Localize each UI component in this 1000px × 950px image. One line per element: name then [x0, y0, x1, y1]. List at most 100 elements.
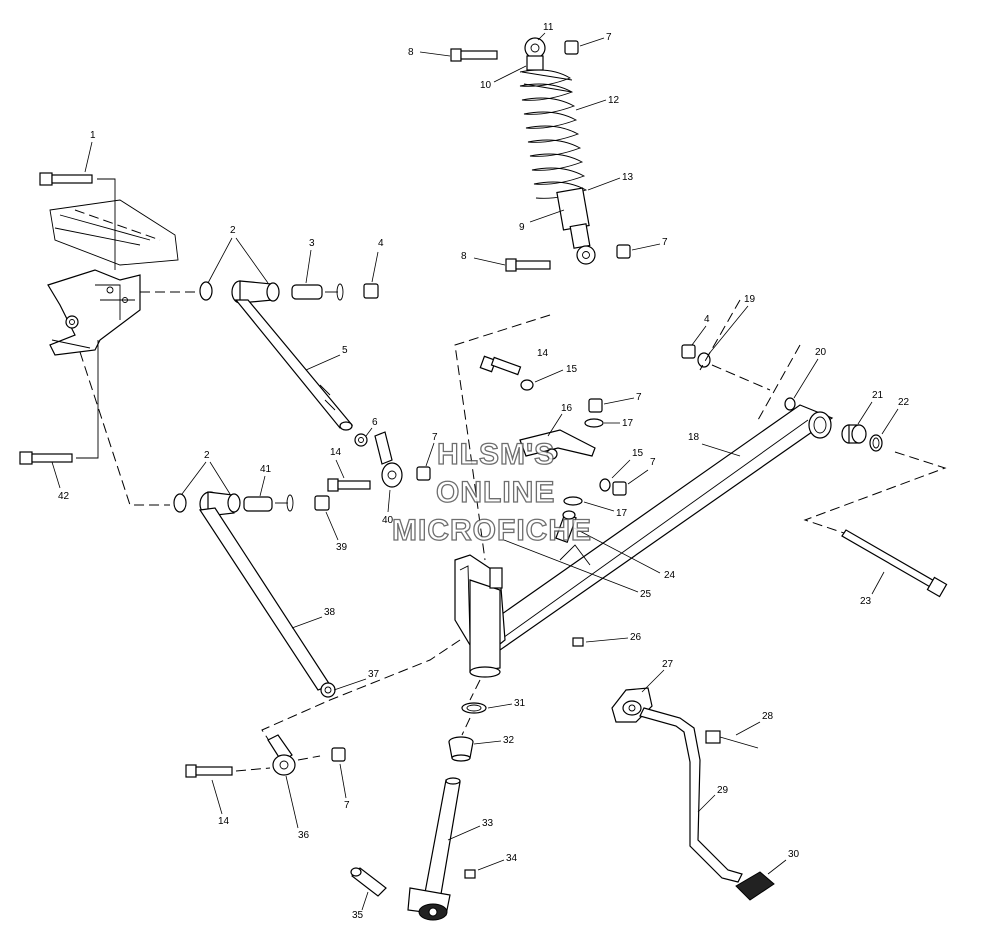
callout-14-lower: 14	[218, 816, 230, 827]
callout-17-upper: 17	[622, 418, 634, 429]
washer-17-upper	[584, 418, 604, 428]
washer-19	[697, 352, 711, 368]
grease-fitting-26	[572, 637, 584, 647]
frame-bracket	[47, 199, 179, 356]
shock-absorber	[519, 37, 596, 265]
callout-24: 24	[664, 570, 676, 581]
callout-33: 33	[482, 818, 494, 829]
callout-34: 34	[506, 853, 518, 864]
grease-fitting-34	[464, 869, 476, 879]
washer-15-lower	[599, 478, 611, 492]
nut-7-top	[564, 40, 579, 55]
callout-8-bottom: 8	[461, 251, 467, 262]
callout-7-lower: 7	[650, 457, 656, 468]
callout-28: 28	[762, 711, 774, 722]
bolt-14-lower	[185, 764, 233, 778]
watermark-line-1: HLSM'S	[437, 438, 555, 471]
callout-3: 3	[309, 238, 315, 249]
callout-8-top: 8	[408, 47, 414, 58]
callout-7-upper: 7	[636, 392, 642, 403]
callout-27: 27	[662, 659, 674, 670]
nut-7-bottom	[331, 747, 346, 762]
nut-4	[363, 283, 379, 299]
callout-19: 19	[744, 294, 756, 305]
callout-15-lower: 15	[632, 448, 644, 459]
callout-4-right: 4	[704, 314, 710, 325]
callout-32: 32	[503, 735, 515, 746]
tie-rod-end-24	[555, 510, 577, 544]
callout-7-shock-bottom: 7	[662, 237, 668, 248]
callout-31: 31	[514, 698, 526, 709]
nut-7-shock-bottom	[616, 244, 631, 259]
bushing-3	[291, 284, 323, 300]
callout-9: 9	[519, 222, 525, 233]
callout-2-lower: 2	[204, 450, 210, 461]
nut-39	[314, 495, 330, 511]
callout-39: 39	[336, 542, 348, 553]
callout-23: 23	[860, 596, 872, 607]
callout-5: 5	[342, 345, 348, 356]
nut-4-right	[681, 344, 696, 359]
spindle-knuckle-25	[454, 554, 506, 678]
pin-35	[350, 867, 387, 897]
callout-1: 1	[90, 130, 96, 141]
callout-29: 29	[717, 785, 729, 796]
lower-a-arm-38	[173, 491, 336, 698]
pedal-rod-29	[639, 707, 743, 883]
bolt-14-upper	[479, 355, 522, 376]
steering-arm-16	[519, 429, 596, 460]
callout-12: 12	[608, 95, 620, 106]
ball-joint-6	[354, 433, 368, 447]
callout-40: 40	[382, 515, 394, 526]
bushing-21	[841, 424, 867, 444]
callout-22: 22	[898, 397, 910, 408]
watermark-line-3: MICROFICHE	[392, 514, 592, 547]
callout-35: 35	[352, 910, 364, 921]
callout-14-upper: 14	[537, 348, 549, 359]
callout-20: 20	[815, 347, 827, 358]
callout-15-upper: 15	[566, 364, 578, 375]
callout-6: 6	[372, 417, 378, 428]
bushing-32	[448, 736, 474, 762]
callout-2-upper: 2	[230, 225, 236, 236]
callout-36: 36	[298, 830, 310, 841]
bushing-41	[243, 496, 273, 512]
callout-10: 10	[480, 80, 492, 91]
ball-joint-40	[374, 431, 403, 488]
bolt-1	[39, 172, 93, 186]
callout-42: 42	[58, 491, 70, 502]
pin-28	[705, 730, 759, 749]
callout-41: 41	[260, 464, 272, 475]
pedal-pad-30	[735, 871, 775, 901]
callout-7-top: 7	[606, 32, 612, 43]
spindle-shaft-33	[407, 777, 461, 921]
callout-13: 13	[622, 172, 634, 183]
tie-rod-end-36	[267, 734, 296, 776]
long-bolt-23	[841, 529, 948, 598]
callout-7-mid: 7	[432, 432, 438, 443]
callout-21: 21	[872, 390, 884, 401]
callout-25: 25	[640, 589, 652, 600]
watermark: HLSM'S ONLINE MICROFICHE	[391, 437, 592, 547]
bolt-42	[19, 451, 73, 465]
seal-31	[461, 702, 487, 714]
bolt-14-mid	[327, 478, 371, 492]
washer-15-upper	[520, 379, 534, 391]
callout-7-bottom: 7	[344, 800, 350, 811]
callout-18: 18	[688, 432, 700, 443]
washer-17-lower	[563, 496, 583, 506]
callout-37: 37	[368, 669, 380, 680]
nut-7-mid	[416, 466, 431, 481]
callout-17-lower: 17	[616, 508, 628, 519]
bolt-8-top	[450, 48, 498, 62]
nut-7-upper	[588, 398, 603, 413]
callout-30: 30	[788, 849, 800, 860]
callout-4-upper: 4	[378, 238, 384, 249]
callout-38: 38	[324, 607, 336, 618]
callout-14-mid: 14	[330, 447, 342, 458]
upper-a-arm-5	[199, 280, 354, 431]
callout-11: 11	[543, 22, 554, 33]
ring-22	[869, 434, 883, 452]
washer-20	[784, 397, 796, 411]
nut-7-lower	[612, 481, 627, 496]
